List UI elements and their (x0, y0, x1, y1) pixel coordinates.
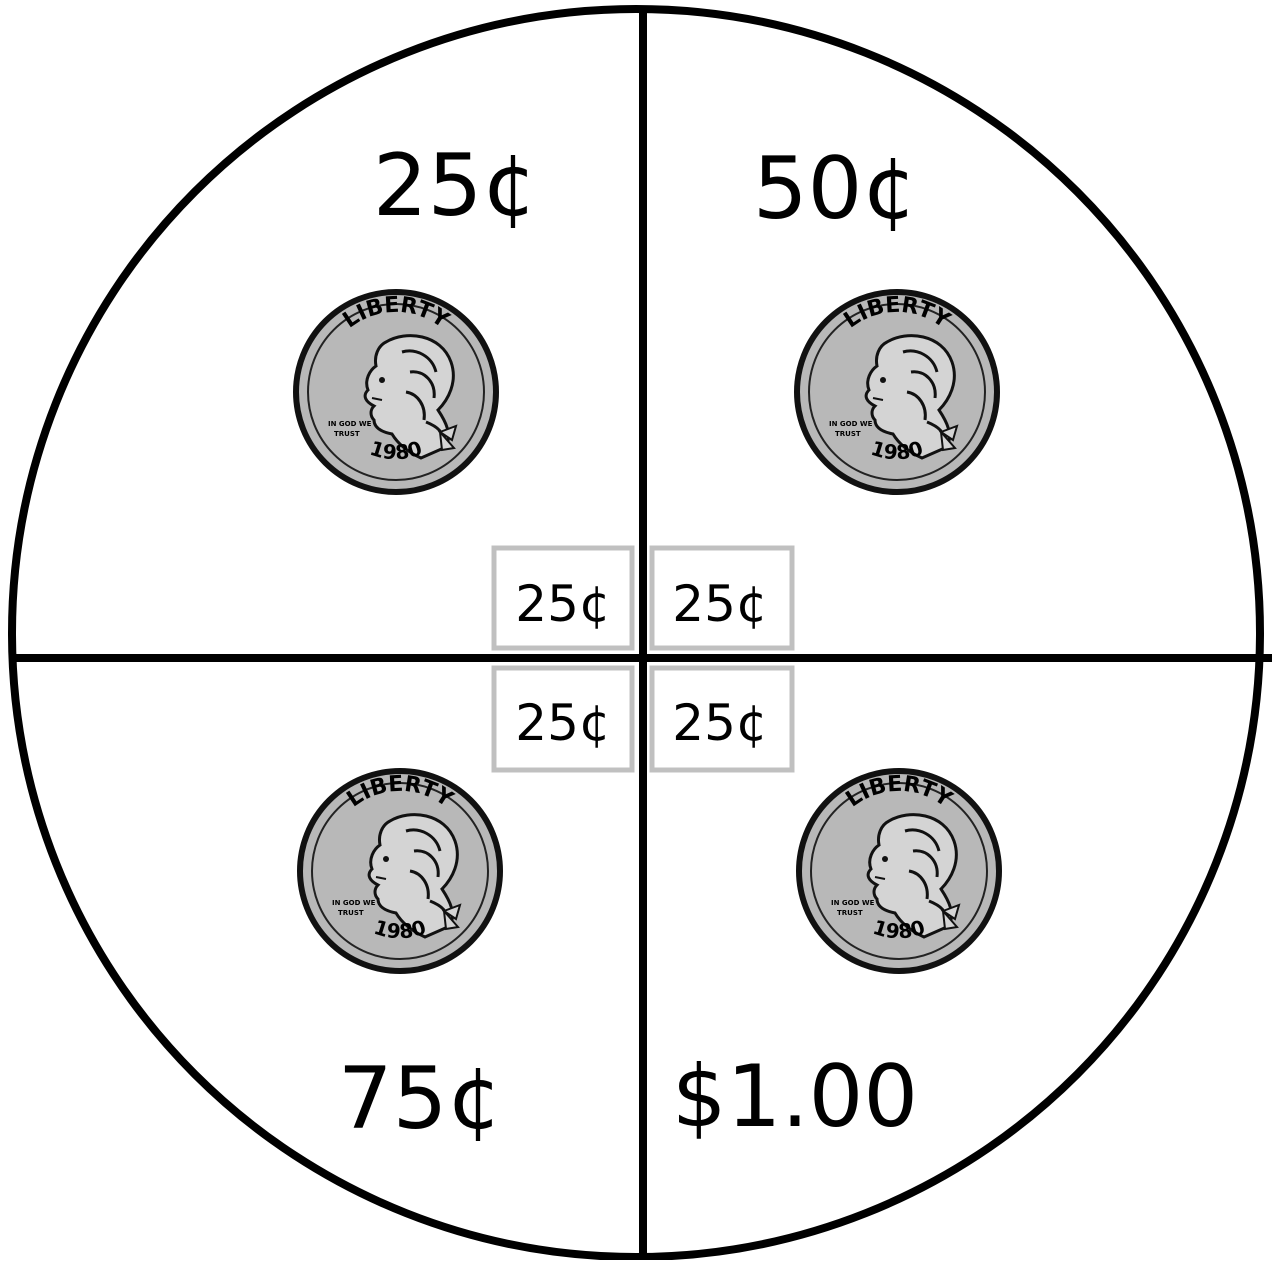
quarter-coin-icon: LIBERTY IN GOD WE TRUST 1980 (799, 771, 999, 971)
quadrant-label-bottom-right: $1.00 (672, 1047, 918, 1147)
svg-text:IN GOD WE: IN GOD WE (831, 899, 875, 907)
quadrant-label-bottom-left: 75¢ (338, 1049, 502, 1149)
center-box-bottom-right: 25¢ (652, 668, 792, 770)
spinner-circle (12, 9, 1260, 1257)
quarter-coin-icon: LIBERTY IN GOD WE TRUST 1980 (296, 292, 496, 492)
quadrant-label-top-right: 50¢ (753, 139, 917, 239)
quadrant-label-top-left: 25¢ (373, 136, 537, 236)
center-box-top-right: 25¢ (652, 548, 792, 648)
quarter-coin-icon: LIBERTY IN GOD WE TRUST 1980 (300, 771, 500, 971)
center-box-label-top-left: 25¢ (515, 575, 610, 633)
svg-text:IN GOD WE: IN GOD WE (332, 899, 376, 907)
svg-text:TRUST: TRUST (338, 909, 364, 917)
svg-text:TRUST: TRUST (334, 430, 360, 438)
center-box-label-bottom-left: 25¢ (515, 694, 610, 752)
svg-text:TRUST: TRUST (835, 430, 861, 438)
quarter-coin-icon: LIBERTY IN GOD WE TRUST 1980 (797, 292, 997, 492)
center-box-top-left: 25¢ (494, 548, 632, 648)
svg-text:TRUST: TRUST (837, 909, 863, 917)
center-box-label-bottom-right: 25¢ (672, 694, 767, 752)
center-box-bottom-left: 25¢ (494, 668, 632, 770)
svg-text:IN GOD WE: IN GOD WE (829, 420, 873, 428)
center-box-label-top-right: 25¢ (672, 575, 767, 633)
svg-text:IN GOD WE: IN GOD WE (328, 420, 372, 428)
